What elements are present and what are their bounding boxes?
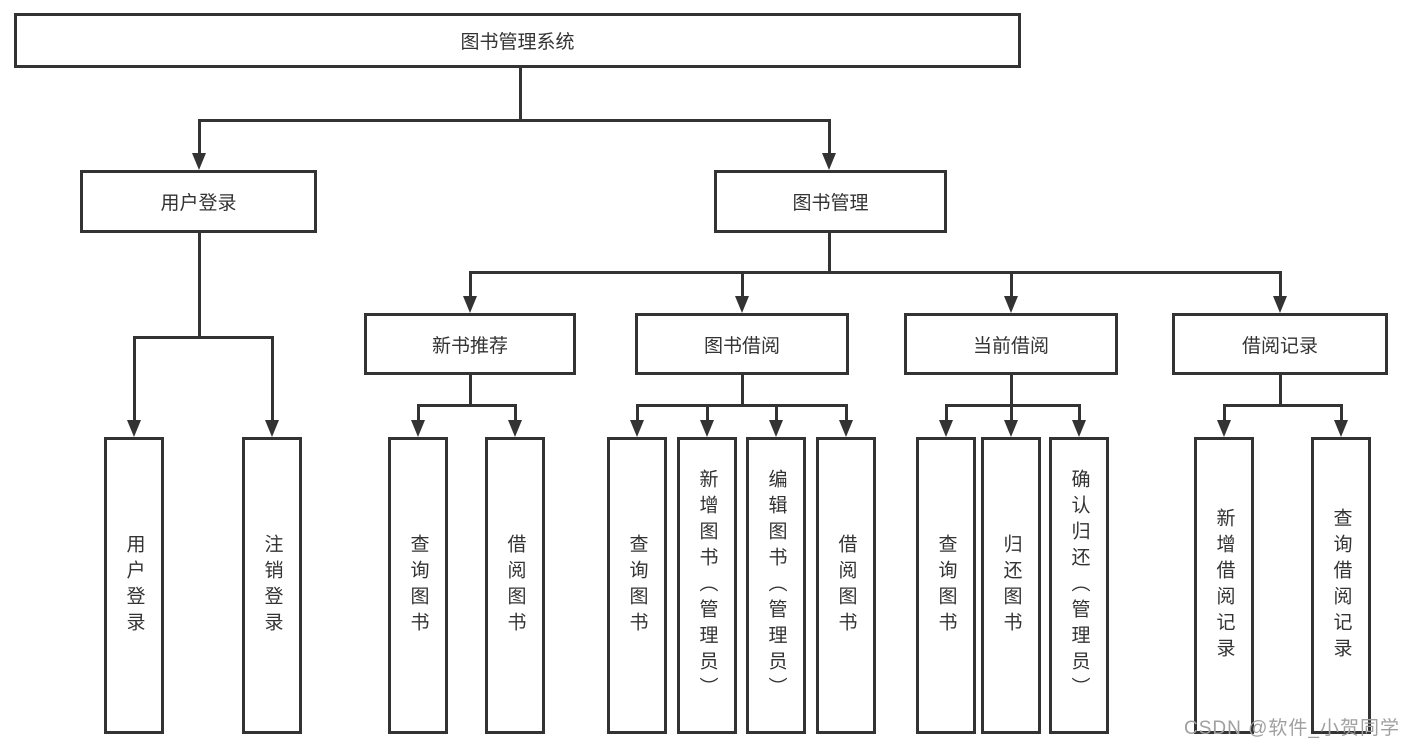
node-book-borrowing: 图书借阅 [635, 313, 849, 375]
connector-vline [1278, 271, 1282, 299]
arrowhead [192, 153, 206, 170]
connector-vline [827, 119, 831, 156]
leaf-add-books-admin: 新增图书（管理员） [677, 437, 737, 734]
connector-vline [518, 66, 522, 122]
arrowhead [630, 420, 644, 437]
leaf-logout: 注销登录 [242, 437, 302, 734]
arrowhead [769, 420, 783, 437]
arrowhead [839, 420, 853, 437]
connector-vline [844, 404, 848, 423]
connector-vline [513, 404, 517, 423]
node-borrowing-records: 借阅记录 [1172, 313, 1388, 375]
node-library-management-system: 图书管理系统 [14, 13, 1021, 68]
leaf-query-borrowing-record: 查询借阅记录 [1311, 437, 1371, 734]
connector-vline [1222, 404, 1226, 423]
connector-vline [1009, 271, 1013, 299]
leaf-query-books: 查询图书 [607, 437, 667, 734]
connector-vline [1009, 373, 1013, 407]
leaf-confirm-return-admin: 确认归还（管理员） [1049, 437, 1109, 734]
connector-hline [197, 119, 831, 122]
connector-vline [468, 373, 472, 407]
connector-vline [827, 231, 831, 274]
arrowhead [1273, 296, 1287, 313]
leaf-borrow-books: 借阅图书 [816, 437, 876, 734]
arrowhead [1334, 420, 1348, 437]
connector-vline [197, 231, 201, 338]
connector-hline [635, 404, 848, 407]
arrowhead [463, 296, 477, 313]
connector-vline [740, 271, 744, 299]
connector-hline [132, 336, 274, 339]
connector-vline [944, 404, 948, 423]
arrowhead [700, 420, 714, 437]
connector-vline [740, 373, 744, 407]
arrowhead [127, 420, 141, 437]
connector-vline [132, 336, 136, 423]
arrowhead [939, 420, 953, 437]
leaf-query-books: 查询图书 [388, 437, 448, 734]
leaf-return-books: 归还图书 [981, 437, 1041, 734]
node-user-login: 用户登录 [80, 170, 317, 233]
connector-vline [197, 119, 201, 156]
connector-vline [774, 404, 778, 423]
node-book-management: 图书管理 [714, 170, 947, 233]
node-current-borrowing: 当前借阅 [904, 313, 1118, 375]
connector-vline [1339, 404, 1343, 423]
leaf-query-books: 查询图书 [916, 437, 976, 734]
watermark: CSDN @软件_小贺同学 [1184, 718, 1400, 739]
connector-hline [1222, 404, 1343, 407]
leaf-add-borrowing-record: 新增借阅记录 [1194, 437, 1254, 734]
arrowhead [1004, 296, 1018, 313]
connector-hline [944, 404, 1081, 407]
connector-vline [416, 404, 420, 423]
connector-vline [468, 271, 472, 299]
connector-hline [416, 404, 517, 407]
arrowhead [411, 420, 425, 437]
connector-vline [270, 336, 274, 423]
connector-vline [1278, 373, 1282, 407]
arrowhead [1217, 420, 1231, 437]
arrowhead [735, 296, 749, 313]
arrowhead [508, 420, 522, 437]
connector-vline [705, 404, 709, 423]
leaf-user-login: 用户登录 [104, 437, 164, 734]
arrowhead [265, 420, 279, 437]
arrowhead [1004, 420, 1018, 437]
connector-vline [1077, 404, 1081, 423]
node-new-book-recommendation: 新书推荐 [364, 313, 576, 375]
connector-vline [635, 404, 639, 423]
arrowhead [822, 153, 836, 170]
leaf-borrow-books: 借阅图书 [485, 437, 545, 734]
arrowhead [1072, 420, 1086, 437]
leaf-edit-books-admin: 编辑图书（管理员） [746, 437, 806, 734]
connector-hline [468, 271, 1282, 274]
connector-vline [1009, 404, 1013, 423]
